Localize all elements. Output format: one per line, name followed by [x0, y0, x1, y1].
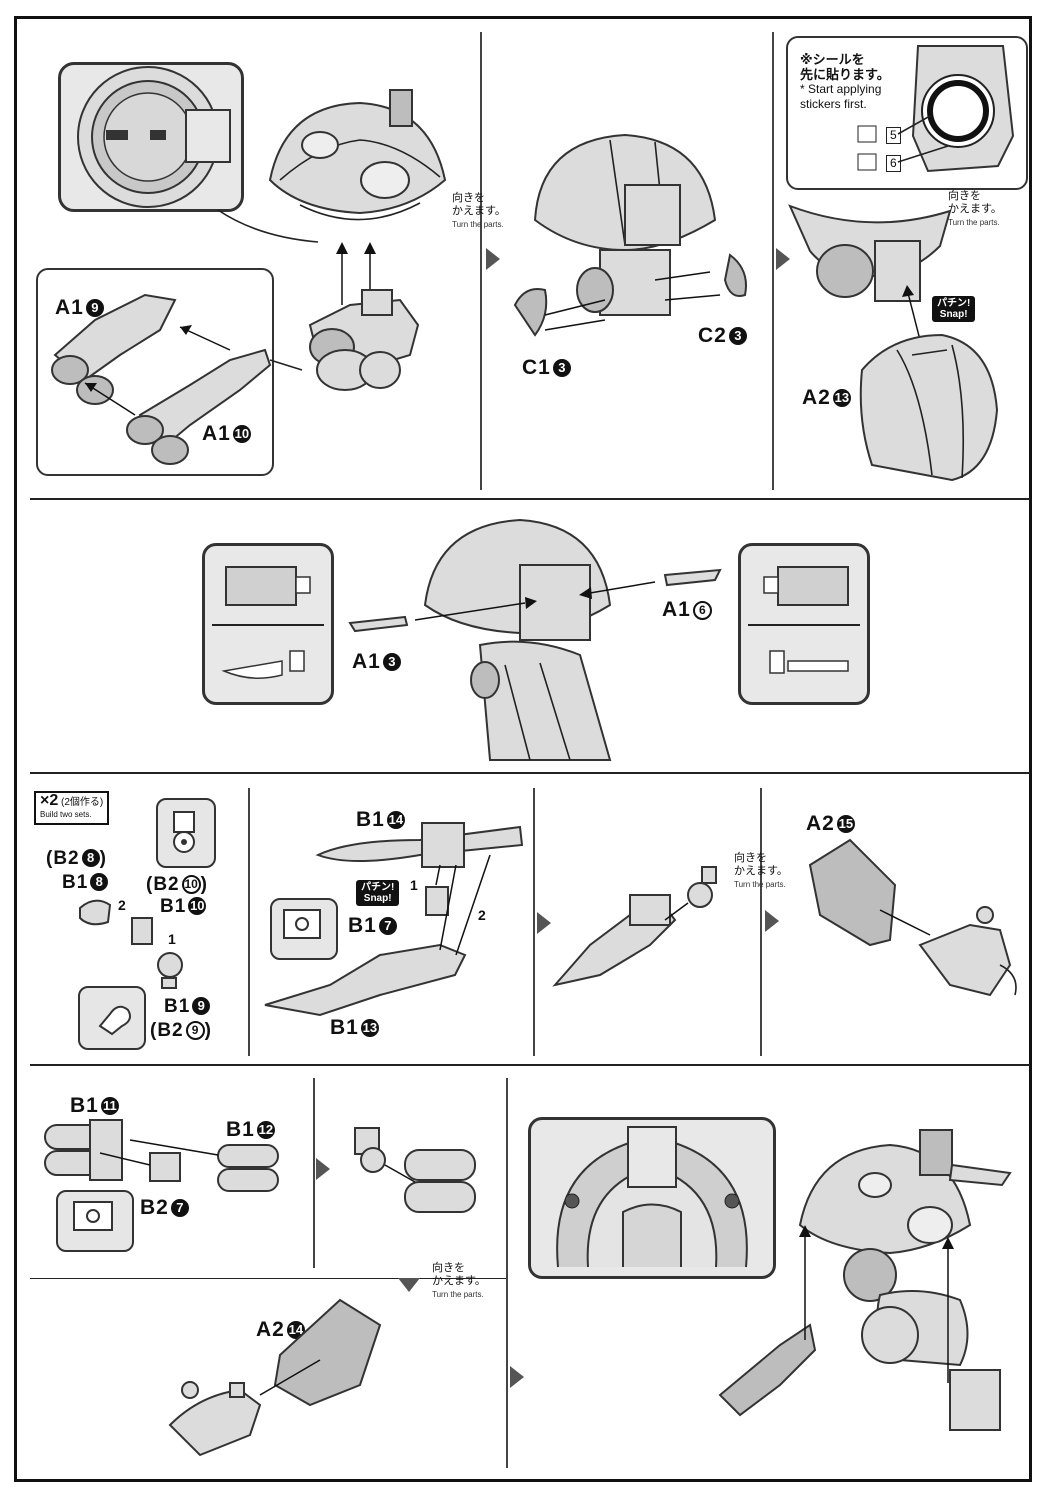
socket-detail-illustration — [556, 1126, 748, 1268]
sticker-detail-illustration — [857, 45, 1015, 173]
turn-parts-note: 向きを かえます。 Turn the parts. — [948, 190, 1002, 227]
sticker-number-6: 6 — [886, 155, 901, 172]
column-divider — [533, 788, 535, 1056]
final-assembly-illustration — [718, 1129, 1012, 1431]
thruster-parts-illustration: 1 2 — [264, 822, 524, 1017]
parts-exploded-illustration — [51, 293, 303, 465]
step-arrow — [537, 912, 551, 934]
body-cover-illustration — [859, 333, 999, 482]
knob-icon — [98, 1005, 131, 1036]
column-divider — [313, 1078, 315, 1268]
head-with-legs-illustration — [513, 133, 747, 337]
thruster-cover-illustration — [808, 838, 1017, 997]
socket-icon — [283, 909, 321, 939]
step-arrow — [316, 1158, 330, 1180]
snap-indicator: パチン!Snap! — [932, 296, 976, 322]
sticker-note-text: ※シールを 先に貼ります。 * Start applying stickers … — [800, 52, 890, 111]
head-dome-illustration — [268, 89, 447, 221]
peg-icon — [173, 811, 195, 853]
head-underside-illustration — [788, 204, 952, 302]
turn-parts-note: 向きを かえます。 Turn the parts. — [452, 192, 506, 229]
hatch-detail-illustration — [77, 66, 319, 243]
step-arrow — [510, 1366, 524, 1388]
sub-divider — [30, 1278, 506, 1279]
column-divider — [480, 32, 482, 490]
chassis-assembled-illustration — [308, 289, 420, 391]
svg-text:1: 1 — [410, 877, 418, 893]
arrows — [348, 568, 722, 633]
joint-parts-illustration: 2 1 — [79, 897, 183, 989]
thruster-assembled-illustration — [552, 866, 717, 987]
svg-text:1: 1 — [168, 931, 176, 947]
snap-indicator: パチン!Snap! — [356, 880, 400, 906]
step-arrow-down — [398, 1278, 420, 1292]
booster-parts-illustration — [44, 1119, 279, 1192]
antenna-detail-left — [212, 566, 324, 679]
svg-text:2: 2 — [478, 907, 486, 923]
step-arrow — [486, 248, 500, 270]
column-divider — [248, 788, 250, 1056]
step-arrow — [765, 910, 779, 932]
socket-icon — [73, 1201, 113, 1231]
antenna-detail-right — [748, 566, 860, 674]
turn-parts-note: 向きを かえます。 Turn the parts. — [734, 852, 788, 889]
section-divider-3 — [30, 1064, 1030, 1066]
turn-parts-note: 向きを かえます。 Turn the parts. — [432, 1262, 486, 1299]
svg-text:2: 2 — [118, 897, 126, 913]
build-two-sets-badge: ×2 (2個作る)Build two sets. — [34, 791, 110, 825]
booster-assembled-illustration — [354, 1127, 476, 1213]
column-divider — [772, 32, 774, 490]
arrows — [336, 242, 376, 305]
step-arrow — [776, 248, 790, 270]
section-divider-2 — [30, 772, 1030, 774]
section-divider-1 — [30, 498, 1030, 500]
instruction-page — [14, 16, 1032, 1482]
column-divider — [760, 788, 762, 1056]
booster-cover-illustration — [168, 1298, 382, 1457]
sticker-number-5: 5 — [886, 127, 901, 144]
column-divider — [506, 1078, 508, 1468]
arrow — [902, 285, 921, 341]
